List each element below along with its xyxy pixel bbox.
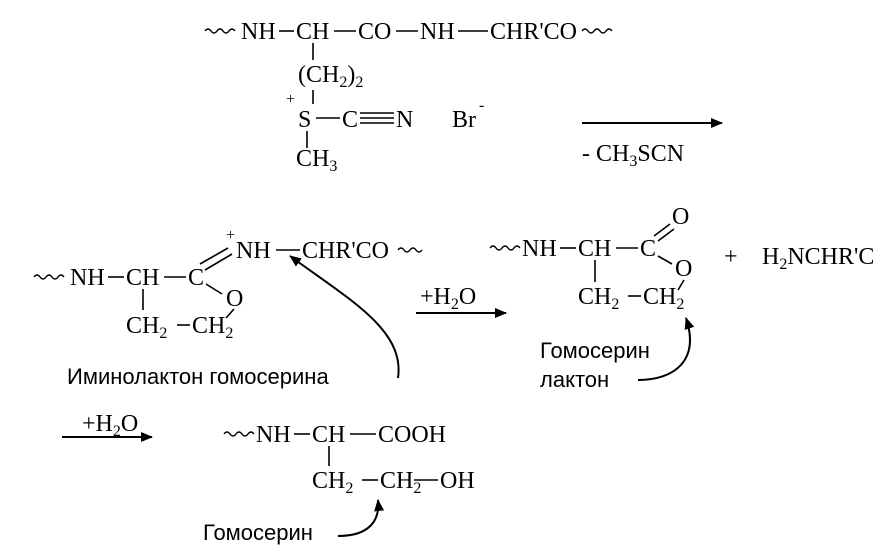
- bond: [205, 283, 223, 295]
- iminolactone-label: Иминолактон гомосерина: [67, 364, 329, 389]
- lactone-ring-ch2-b: CH2: [643, 284, 684, 313]
- homoserine-oh: OH: [440, 468, 475, 494]
- plus-sign: +: [724, 244, 738, 270]
- homoserine-ch: CH: [312, 422, 345, 448]
- sulfonium-charge: +: [286, 91, 295, 108]
- byproduct-amine: H2NCHR'C: [762, 244, 874, 273]
- chain-continuation-wavy-right: [397, 247, 423, 253]
- lactone-ch: CH: [578, 236, 611, 262]
- homoserine-ch2-b: CH2: [380, 468, 421, 497]
- reactant-side-ch2: (CH2)2: [298, 62, 363, 91]
- step2-arrow-group: +H2O: [416, 284, 507, 318]
- reactant-co: CO: [358, 19, 391, 45]
- lactone-nh: NH: [522, 236, 557, 262]
- iminium-charge: +: [226, 227, 235, 244]
- cyano-n: N: [396, 107, 413, 133]
- chain-continuation-wavy-right: [581, 28, 613, 34]
- iminolactone-nh: NH: [70, 265, 105, 291]
- homoserine-label: Гомосерин: [203, 520, 313, 545]
- homoserine-structure: NH CH COOH CH2 CH2 OH Гомосерин: [203, 422, 475, 545]
- step3-reagent: +H2O: [82, 411, 138, 440]
- step2-reagent: +H2O: [420, 284, 476, 313]
- homoserine-nh: NH: [256, 422, 291, 448]
- iminolactone-structure: NH CH C + NH CHR'CO O CH2 CH2 Иминолакто…: [33, 227, 423, 389]
- double-bond-line: [657, 228, 675, 242]
- homoserine-cooh: COOH: [378, 422, 446, 448]
- double-bond-line: [204, 253, 233, 271]
- chain-continuation-wavy-left: [204, 28, 236, 34]
- methyl-group: CH3: [296, 146, 337, 175]
- label-pointer-arrow: [637, 317, 695, 381]
- bromide-ion: Br: [452, 107, 476, 133]
- bond: [225, 308, 235, 319]
- homoserine-ch2-a: CH2: [312, 468, 353, 497]
- step3-arrow-group: +H2O: [62, 411, 153, 442]
- chain-continuation-wavy-left: [223, 431, 255, 437]
- iminolactone-c: C: [188, 265, 204, 291]
- reactant-structure: NH CH CO NH CHR'CO (CH2)2 + S C N Br - C…: [204, 19, 613, 175]
- bromide-charge: -: [479, 97, 484, 114]
- step1-reagent: - CH3SCN: [582, 141, 684, 170]
- carbonyl-oxygen: O: [672, 204, 689, 230]
- reactant-nh-right: NH: [420, 19, 455, 45]
- double-bond-line: [199, 247, 229, 265]
- chain-continuation-wavy-left: [33, 274, 65, 280]
- step1-arrow-group: - CH3SCN: [582, 118, 723, 170]
- ring-ch2-a: CH2: [126, 313, 167, 342]
- lactone-ring-oxygen: O: [675, 256, 692, 282]
- cyano-c: C: [342, 107, 358, 133]
- iminolactone-ch: CH: [126, 265, 159, 291]
- ring-ch2-b: CH2: [192, 313, 233, 342]
- chain-continuation-wavy-left: [489, 245, 521, 251]
- double-bond-line: [653, 223, 671, 237]
- ring-oxygen: O: [226, 286, 243, 312]
- iminolactone-chrco: CHR'CO: [302, 238, 389, 264]
- reactant-nh-left: NH: [241, 19, 276, 45]
- label-pointer-arrow: [289, 255, 400, 379]
- bond: [677, 279, 685, 291]
- label-pointer-arrow: [337, 499, 385, 537]
- lactone-ring-ch2-a: CH2: [578, 284, 619, 313]
- reactant-alpha-ch: CH: [296, 19, 329, 45]
- iminium-nh: NH: [236, 238, 271, 264]
- homoserine-lactone-structure: NH CH C O O CH2 CH2 Гомосерин лактон: [489, 204, 695, 392]
- sulfonium-s: S: [298, 107, 311, 133]
- bond: [657, 255, 673, 265]
- lactone-label-line1: Гомосерин: [540, 338, 650, 363]
- lactone-label-line2: лактон: [540, 367, 609, 392]
- lactone-c: C: [640, 236, 656, 262]
- reactant-chrco: CHR'CO: [490, 19, 577, 45]
